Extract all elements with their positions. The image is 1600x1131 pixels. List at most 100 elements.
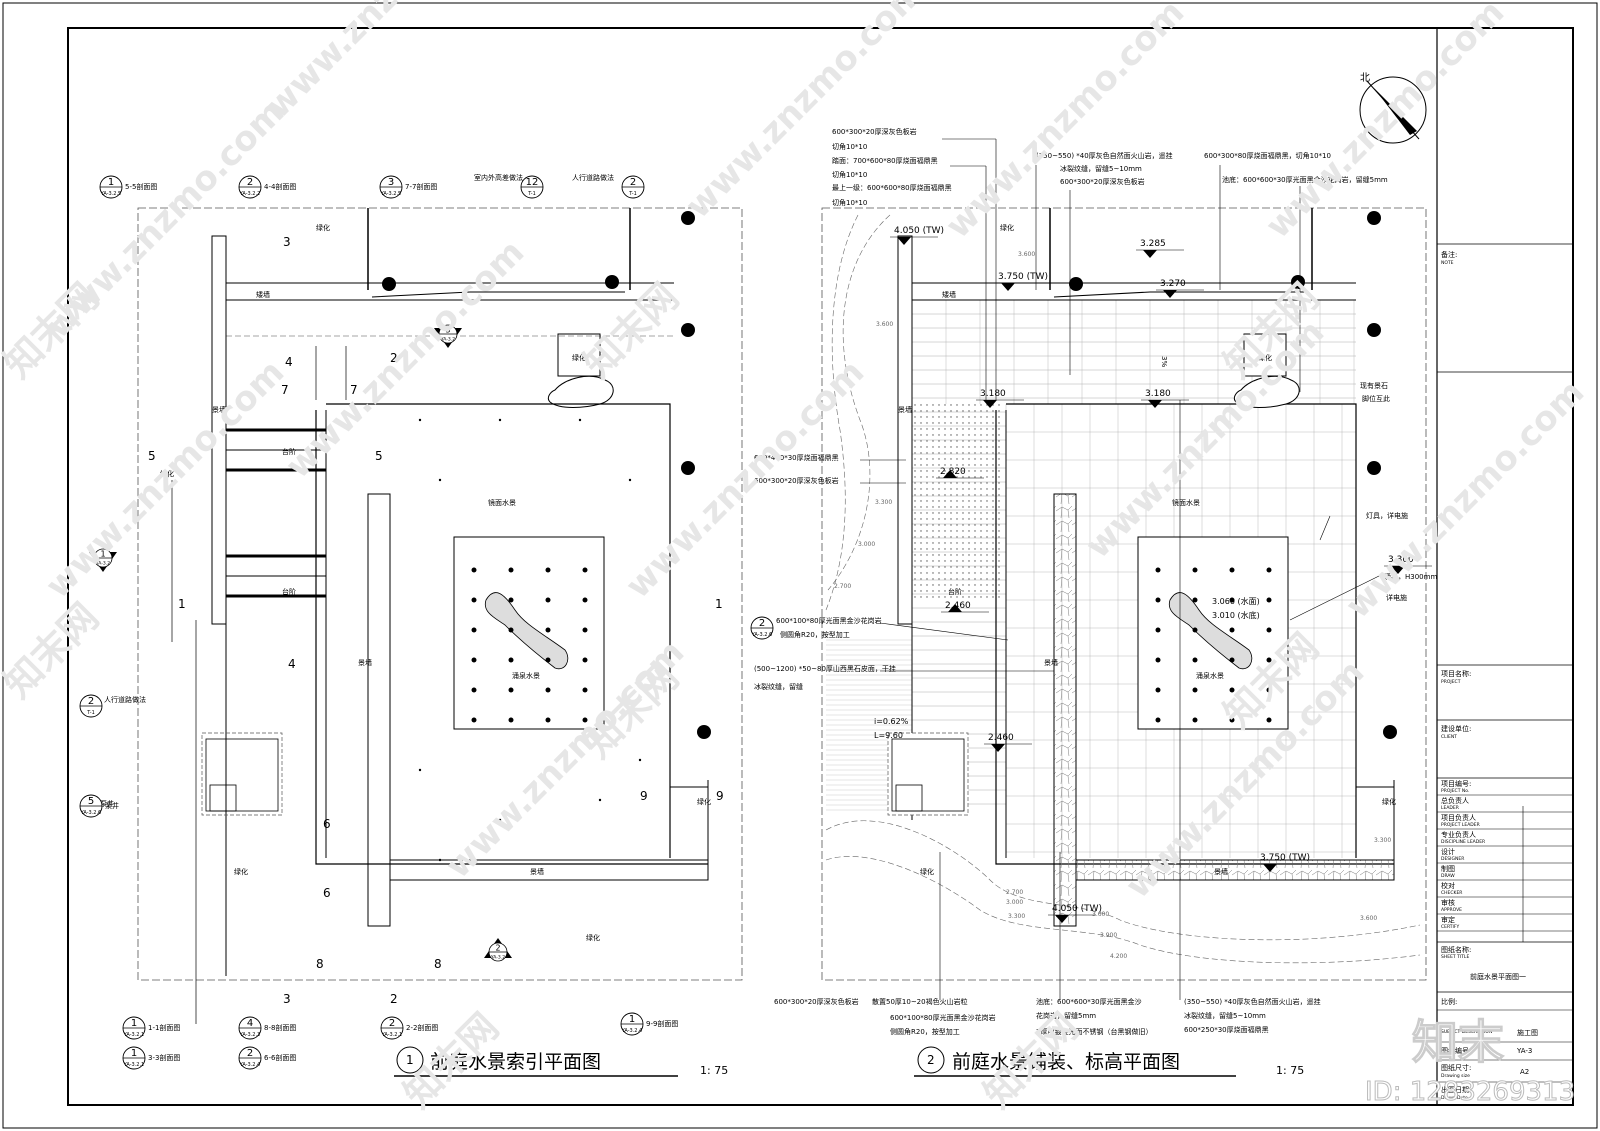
- tb-sheet-title: 前庭水景平面图一: [1470, 972, 1526, 981]
- plan2-rock: [1168, 592, 1253, 670]
- plan2-light-fixture: [1383, 725, 1397, 739]
- plan1-fountain-jet: [471, 717, 477, 723]
- plan1-section-number: 4: [285, 355, 293, 369]
- plan1-section-ref-11-sheet: YA-3.2.4: [239, 1062, 261, 1068]
- plan1-section-ref-6-num: 2: [88, 696, 94, 707]
- plan1-fountain-jet: [545, 597, 551, 603]
- plan2-rock-note-2: 脚位互此: [1362, 394, 1390, 403]
- plan1-label-mirror-pool: 镜面水景: [488, 498, 516, 507]
- watermark-brand-2: 知末网: [575, 275, 687, 387]
- plan2-leader: [1289, 573, 1384, 621]
- tb-project-cn: 项目名称:: [1441, 669, 1471, 678]
- plan1-section-ref-9-num: 1: [131, 1048, 137, 1059]
- plan2-elev-tw4-marker: [1055, 915, 1069, 923]
- watermark-site: www.znzmo.com: [938, 0, 1192, 246]
- plan2-material-note-8: 冰裂纹缝，留缝5~10mm: [1060, 164, 1142, 173]
- plan1-fountain-jet: [545, 657, 551, 663]
- plan1-section-ref-10-sheet: YA-3.2.3: [239, 1032, 261, 1038]
- plan1-section-ref-7-sheet: YA-3.2.6: [80, 810, 102, 816]
- inner-border: [67, 27, 1574, 1106]
- plan2-label-green-bl: 绿化: [920, 867, 934, 876]
- plan1-section-number: 9: [640, 789, 648, 803]
- plan1-scenic-wall-bottom: [389, 859, 709, 881]
- tb-row-en: CERTIFY: [1441, 924, 1459, 930]
- plan2-fountain-jet: [1229, 717, 1235, 723]
- plan1-section-ref-13-sheet: YA-3.2.4: [621, 1028, 643, 1034]
- plan1-label-steps-2: 台阶: [282, 587, 296, 596]
- plan2-slope: i=0.62%: [874, 717, 909, 726]
- plan2-material-note-19: 散置50厚10~20褐色火山岩粒: [872, 997, 968, 1006]
- watermark-brand-2: 知末网: [0, 275, 107, 387]
- plan1-section-ref-desc: 6-6剖面图: [264, 1053, 296, 1062]
- plan2-label-scenic-wall-bottom: 景墙: [1214, 867, 1228, 876]
- plan-2-paving-elevation-plan: 绿化 矮墙 景墙 台阶 镜面水景 涌泉水景 景墙 景墙 绿化 绿化 绿化 现有景…: [750, 127, 1437, 1077]
- title-block: 备注: NOTE 项目名称: PROJECT 建设单位: CLIENT 项目编号…: [1436, 28, 1573, 1105]
- tb-row-cn: 项目编号:: [1441, 779, 1471, 788]
- plan2-material-note-27: 600*250*30厚烧面福鼎黑: [1184, 1025, 1269, 1034]
- plan1-section-ref-desc: 9-9剖面图: [646, 1019, 678, 1028]
- watermark-site: www.znzmo.com: [1258, 0, 1512, 246]
- tb-note-en: NOTE: [1441, 260, 1454, 266]
- plan2-contour-label: 4.200: [1110, 953, 1127, 960]
- plan2-label-green-planter: 绿化: [1258, 353, 1272, 362]
- plan2-label-mirror-pool: 镜面水景: [1172, 498, 1200, 507]
- plan2-elev-e6: 2.460: [945, 601, 971, 611]
- plan1-section-ref-5-sheet: T-1: [628, 191, 637, 197]
- watermark-site: www.znzmo.com: [38, 352, 292, 606]
- plan2-contour-label: 2.700: [834, 583, 851, 590]
- plan1-boulder: [547, 375, 614, 408]
- plan1-label-scenic-wall-left: 景墙: [212, 405, 226, 414]
- tb-sheet-title-cn: 图纸名称:: [1441, 945, 1471, 954]
- plan1-label-green-bl: 绿化: [234, 867, 248, 876]
- plan1-section-ref-desc: 3-3剖面图: [148, 1053, 180, 1062]
- plan1-title: 前庭水景索引平面图: [430, 1051, 601, 1073]
- plan2-title-number: 2: [927, 1053, 935, 1067]
- plan2-fountain-jet: [1229, 687, 1235, 693]
- tb-desc-val: 施工图: [1517, 1028, 1538, 1037]
- plan1-section-number: 7: [350, 383, 358, 397]
- plan1-label-green-right: 绿化: [697, 797, 711, 806]
- tb-note-cn: 备注:: [1441, 250, 1457, 259]
- plan1-section-ref-desc: 2-2剖面图: [406, 1023, 438, 1032]
- plan-1-index-plan: 绿化 矮墙 景墙 台阶 台阶 绿化 镜面水景 涌泉水景 景墙 景墙 绿化 绿化 …: [79, 173, 743, 1077]
- plan2-elev-e2: 3.270: [1160, 279, 1186, 289]
- plan2-material-note-5: 最上一级：600*600*80厚烧面福鼎黑: [832, 183, 952, 192]
- plan1-section-ref-6-sheet: T-1: [86, 710, 95, 716]
- plan2-column-wall: [897, 235, 913, 625]
- plan2-scenic-wall-mid: [1053, 493, 1077, 927]
- tb-row-cn: 专业负责人: [1441, 830, 1476, 839]
- plan2-elev-water1: 3.060 (水面): [1212, 596, 1260, 606]
- tb-client-cn: 建设单位:: [1441, 724, 1471, 733]
- plan1-label-green-planter: 绿化: [572, 353, 586, 362]
- plan1-planter: [557, 333, 601, 377]
- plan1-detail-ref-2-sheet: YA-3.2: [490, 955, 505, 961]
- plan1-floor-dot: [438, 478, 442, 482]
- plan1-floor-dot: [628, 478, 632, 482]
- plan2-fountain-jet: [1155, 627, 1161, 633]
- tb-sheet-title-en: SHEET TITLE: [1441, 954, 1469, 960]
- plan2-fountain-jet: [1266, 567, 1272, 573]
- plan1-label-pump-well: 泵井: [100, 799, 114, 808]
- tb-row-en: LEADER: [1441, 805, 1459, 811]
- plan1-fountain-jet: [582, 657, 588, 663]
- watermark-site: www.znzmo.com: [258, 0, 512, 126]
- plan2-detail-ref-sheet: YA-3.2.6: [751, 632, 773, 638]
- plan1-light-fixture: [681, 211, 695, 225]
- plan1-section-ref-12-num: 2: [389, 1018, 395, 1029]
- plan1-label-scenic-wall-bottom: 景墙: [530, 867, 544, 876]
- tb-sheet-no-cn: 图纸编号:: [1441, 1046, 1471, 1055]
- plan2-contour-label: 3.300: [1008, 913, 1025, 920]
- plan2-fountain-jet: [1266, 597, 1272, 603]
- plan1-floor-dot: [578, 418, 582, 422]
- tb-row-en: PROJECT LEADER: [1441, 822, 1480, 828]
- plan1-section-number: 6: [323, 817, 331, 831]
- plan2-overflow-note: 涌泉，H300mm: [1384, 572, 1437, 581]
- tb-size-val: A2: [1520, 1068, 1529, 1076]
- tb-sheet-no-val: YA-3: [1516, 1047, 1532, 1055]
- plan1-section-ref-11-num: 2: [247, 1048, 253, 1059]
- plan1-section-ref-3-num: 3: [388, 177, 394, 188]
- plan2-label-spring-pool: 涌泉水景: [1196, 671, 1224, 680]
- watermark-brand-2: 知末网: [0, 595, 107, 707]
- plan1-fountain-jet: [508, 597, 514, 603]
- plan1-section-number: 4: [288, 657, 296, 671]
